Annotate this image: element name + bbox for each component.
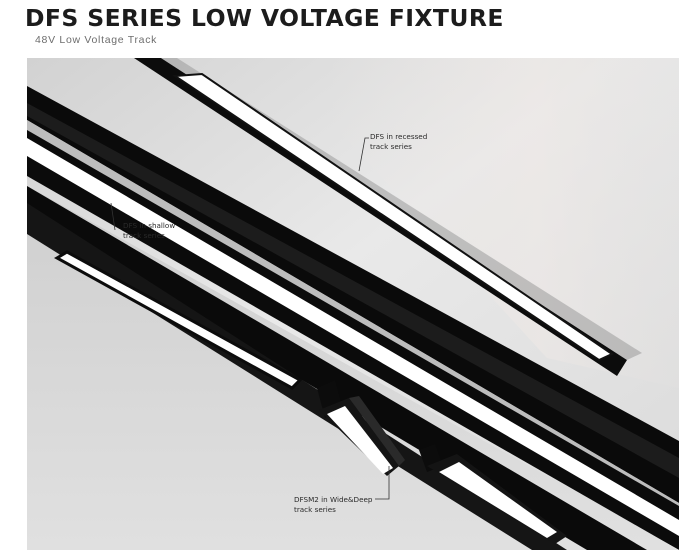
product-photo: DFS in recessed track series DFS in shal… bbox=[27, 58, 679, 550]
callout-recessed: DFS in recessed track series bbox=[370, 132, 427, 152]
callout-recessed-line1: DFS in recessed bbox=[370, 132, 428, 141]
lower-wall-fill bbox=[27, 186, 679, 550]
shallow-led bbox=[27, 138, 679, 536]
page-subtitle: 48V Low Voltage Track bbox=[35, 34, 158, 46]
callout-wide-deep-line2: track series bbox=[294, 505, 336, 514]
dfsm2-fixture-2 bbox=[419, 444, 567, 544]
wide-track-upper-face bbox=[27, 103, 679, 478]
callout-leader-shallow bbox=[110, 202, 116, 231]
warm-glow bbox=[327, 58, 679, 388]
callout-wide-deep-line1: DFSM2 in Wide&Deep bbox=[294, 495, 373, 504]
callout-recessed-line2: track series bbox=[370, 142, 412, 151]
recessed-led bbox=[172, 72, 615, 362]
callout-shallow: DFS in shallow track series bbox=[123, 221, 175, 241]
page-title: DFS SERIES LOW VOLTAGE FIXTURE bbox=[25, 4, 504, 32]
callout-wide-deep: DFSM2 in Wide&Deep track series bbox=[294, 495, 372, 515]
dfsm2-fixture-1 bbox=[317, 380, 405, 476]
callout-leader-recessed bbox=[358, 137, 369, 172]
callout-shallow-line1: DFS in shallow bbox=[123, 221, 176, 230]
lower-left-led bbox=[53, 250, 303, 390]
callout-leader-wide bbox=[375, 466, 390, 500]
callout-shallow-line2: track series bbox=[123, 231, 165, 240]
deep-track bbox=[27, 186, 647, 550]
